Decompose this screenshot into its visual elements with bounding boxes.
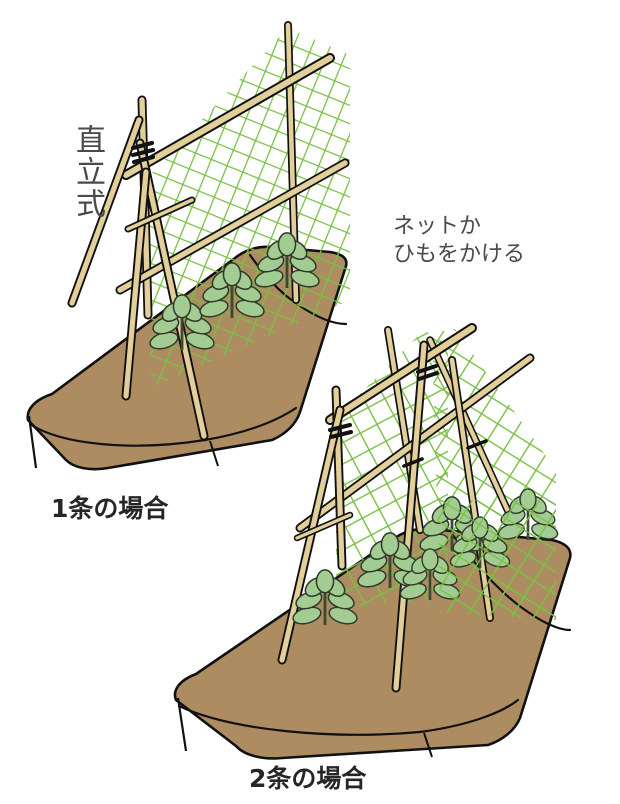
rail-top-upper [121,53,335,180]
brace-pole-foot-upper [135,138,209,441]
caption-single-row: 1条の場合 [51,494,169,523]
stub-pole-upper [124,196,196,233]
trellis-net-lower-right-overlay [432,500,556,620]
plant [199,262,265,318]
tie-binding-lower-rail [466,439,488,450]
plant [149,294,215,350]
pole-rear-right-lower [426,336,516,524]
rail-lower-upper [115,158,350,295]
tie-binding-lower-apex [416,364,439,381]
plant [254,232,320,288]
tie-binding-upper [130,140,156,165]
plant [292,569,358,625]
ridge-rail-lower [325,323,477,425]
stub-pole-lower [293,511,354,542]
brace-pole-right-upper [121,167,151,401]
label-upright-style: 直立式 [70,124,105,220]
caption-double-row: 2条の場合 [249,764,367,793]
a-frame-trellis-group [173,323,572,760]
tie-binding-lower-mid [402,457,424,468]
brace-pole-left-upper [67,115,144,308]
upright-trellis-group [26,21,350,471]
leg-front-right-lower [391,340,429,693]
plant-row-upper [149,232,320,350]
tie-binding-lower-left [328,423,353,439]
label-net-note-line1: ネットか [393,214,482,239]
label-net-note-line2: ひもをかける [393,242,526,267]
